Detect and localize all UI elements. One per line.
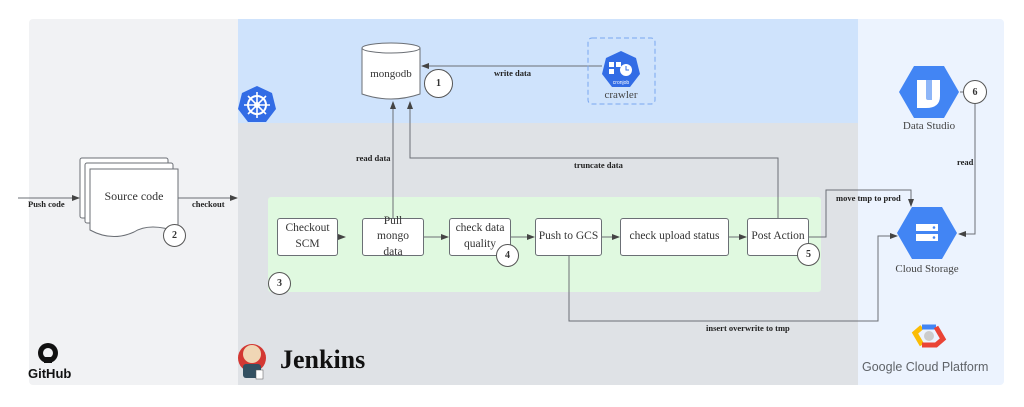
- step-1-badge: 1: [424, 69, 453, 98]
- insert-overwrite-label: insert overwrite to tmp: [706, 323, 790, 333]
- mongodb-cylinder: [361, 42, 421, 100]
- read-arrow: [958, 104, 976, 237]
- cloud-storage-icon: [897, 207, 957, 259]
- stage-checkout-scm: Checkout SCM: [277, 218, 338, 256]
- crawler-label: crawler: [604, 89, 638, 101]
- push-code-label: Push code: [28, 199, 65, 209]
- cloud-storage-label: Cloud Storage: [895, 263, 959, 275]
- data-studio-icon: [899, 66, 959, 118]
- step-5-badge: 5: [797, 243, 820, 266]
- write-data-label: write data: [494, 68, 532, 78]
- truncate-data-label: truncate data: [574, 160, 623, 170]
- kubernetes-panel: [238, 19, 858, 123]
- source-code-box: Source code: [104, 188, 164, 203]
- read-data-label: read data: [356, 153, 391, 163]
- github-logo: [38, 343, 58, 363]
- cronjob-icon: cronjob: [602, 51, 640, 87]
- github-logo-text: GitHub: [28, 366, 72, 381]
- gcp-logo: [911, 324, 947, 348]
- insert-overwrite-arrow: [568, 233, 898, 322]
- jenkins-logo: [238, 344, 266, 380]
- jenkins-logo-text: Jenkins: [280, 345, 366, 374]
- stage-check-upload-status: check upload status: [620, 218, 729, 256]
- stage-pull-mongo-data: Pull mongo data: [362, 215, 424, 258]
- step-6-badge: 6: [963, 80, 987, 104]
- checkout-label: checkout: [192, 199, 225, 209]
- svg-text:cronjob: cronjob: [613, 80, 630, 86]
- move-tmp-label: move tmp to prod: [836, 193, 901, 203]
- move-tmp-arrow: [809, 189, 914, 238]
- truncate-data-arrow: [407, 101, 779, 218]
- step-2-badge: 2: [163, 224, 186, 247]
- data-studio-label: Data Studio: [902, 120, 956, 132]
- step-3-badge: 3: [268, 272, 291, 295]
- source-code-doc: [79, 157, 179, 237]
- kubernetes-logo: [238, 86, 276, 122]
- stage-push-to-gcs: Push to GCS: [535, 218, 602, 256]
- mongodb-label: mongodb: [370, 68, 412, 80]
- step-4-badge: 4: [496, 244, 519, 267]
- read-label: read: [957, 157, 974, 167]
- gcp-logo-text: Google Cloud Platform: [862, 360, 989, 374]
